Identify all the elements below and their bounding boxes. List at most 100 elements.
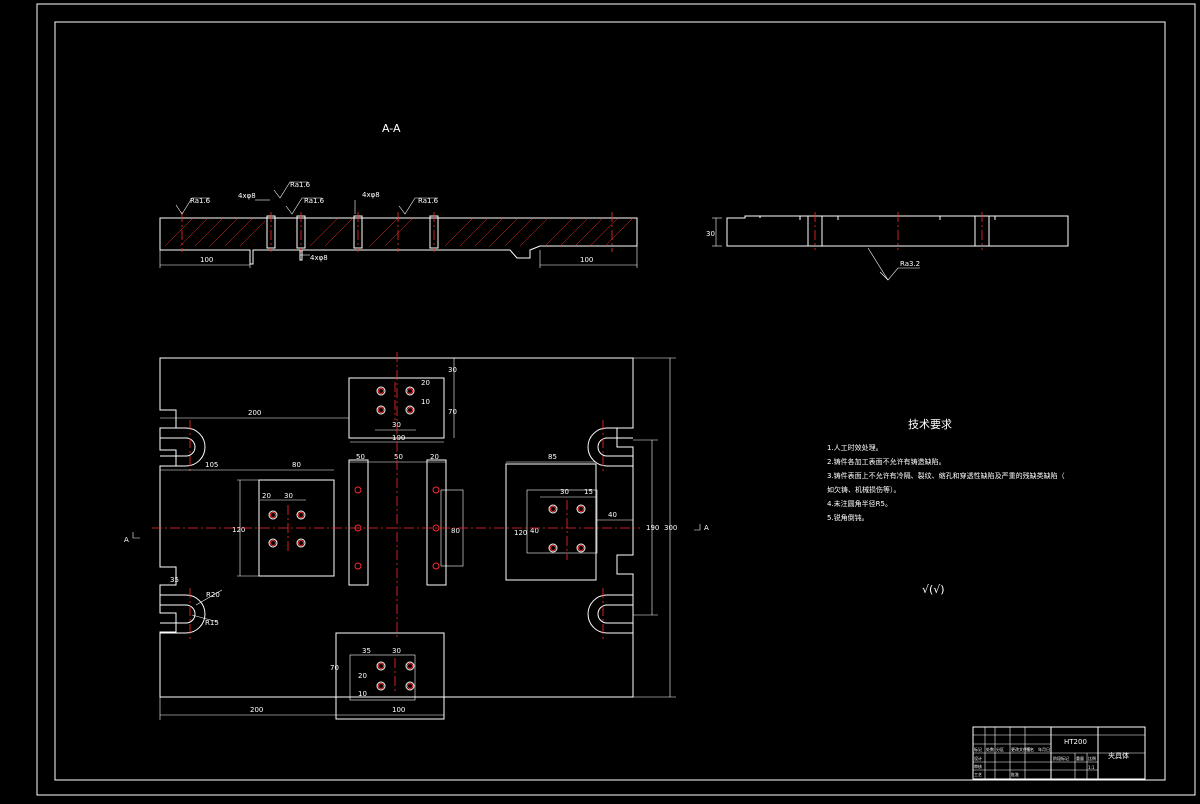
roughness-symbol [273,181,308,199]
dim-label: 50 [394,453,403,461]
dim-label: 20 [262,492,271,500]
center-slot-left [348,459,369,586]
tech-item: 2.铸件各加工表面不允许有铸造缺陷。 [827,457,946,466]
tech-item: 如欠铸、机械损伤等）。 [827,485,901,494]
u-slot-right-bottom [587,594,633,634]
dim-label: 35 [170,576,179,584]
hole-callout: 4xφ8 [238,192,256,200]
u-slot-left-bottom-inner [160,604,196,624]
tech-item: 5.锐角倒钝。 [827,513,869,522]
u-slot-right-bottom-inner [597,604,633,624]
roughness-symbol [398,197,438,215]
bottom-clamp-block [335,632,445,720]
section-hatch [164,217,634,247]
dim-label: R15 [205,619,219,627]
dim-left-length: 100 [200,256,213,264]
dim-label: 70 [330,664,339,672]
drawing-name: 夹具体 [1108,751,1129,760]
side-roughness-label: Ra3.2 [900,260,920,268]
u-slot-right-top-inner [597,437,633,457]
right-clamp-block [505,463,597,581]
hole-callout: 4xφ8 [362,191,380,199]
roughness-label: Ra1.6 [418,197,439,205]
roughness-symbol [285,197,322,215]
tb-label: 年月日 [1038,746,1050,752]
bottom-clamp-inner [349,654,416,701]
dim-label: 10 [358,690,367,698]
scale-value: 1:1 [1088,765,1095,770]
dim-label: 15 [584,488,593,496]
section-marker-label: A [124,536,129,544]
outer-border [36,3,1196,796]
plan-outline [159,357,634,698]
tb-label: 比例 [1088,755,1096,761]
material-label: HT200 [1064,738,1087,746]
section-marker-label: A [704,524,709,532]
dim-label: 80 [292,461,301,469]
tb-label: 签名 [1026,746,1034,752]
section-view-aa: A-A [159,122,638,268]
tb-label: 审核 [974,763,982,769]
dim-label: 30 [284,492,293,500]
dim-label: 20 [358,672,367,680]
tech-item: 4.未注圆角半径R5。 [827,499,892,508]
dim-right-length: 100 [580,256,593,264]
u-slot-left-bottom [160,594,206,634]
technical-requirements: 技术要求 1.人工时效处理。 2.铸件各加工表面不允许有铸造缺陷。 3.铸件表面… [827,418,1065,596]
dim-label: 20 [421,379,430,387]
dim-label: 70 [448,408,457,416]
section-marker-left [132,532,140,539]
general-roughness-note: √(√) [922,583,945,596]
section-marker-right [694,524,701,531]
tb-label: 标记 [974,746,982,752]
dim-label: 190 [646,524,659,532]
tb-label: 处数 [986,746,994,752]
roughness-symbol [175,197,210,215]
roughness-label: Ra1.6 [304,197,325,205]
tech-item: 1.人工时效处理。 [827,443,883,452]
section-outline [159,217,638,265]
dim-label: 40 [608,511,617,519]
hole-callout: 4xφ8 [310,254,328,262]
tech-requirements-title: 技术要求 [908,418,952,431]
dim-label: 30 [392,421,401,429]
title-block: HT200 夹具体 标记 处数 分区 更改文件号 签名 年月日 设计 审核 工艺… [972,726,1146,780]
dim-label: 200 [250,706,263,714]
dim-label: 120 [514,529,527,537]
tb-label: 设计 [974,755,982,761]
dim-label: 40 [530,527,539,535]
tech-item: 3.铸件表面上不允许有冷隔、裂纹、缩孔和穿透性缺陷及严重的残缺类缺陷（ [827,471,1065,480]
section-view-title: A-A [382,122,401,135]
center-slot-right [426,459,447,586]
tb-label: 分区 [996,746,1004,752]
dim-label: 50 [356,453,365,461]
dim-label: 105 [205,461,218,469]
top-clamp-block [348,377,445,439]
dim-label: 80 [451,527,460,535]
side-view: 30 Ra3.2 [706,212,1069,281]
tb-label: 批准 [1011,771,1019,777]
side-roughness-symbol [867,247,920,281]
dim-label: 20 [430,453,439,461]
dim-label: 200 [248,409,261,417]
dim-label: 30 [392,647,401,655]
tb-label: 阶段标记 [1053,755,1069,761]
u-slot-left-top-inner [160,437,196,457]
side-roughness-tick [879,271,889,281]
right-clamp-inner [526,489,598,554]
roughness-label: Ra1.6 [190,197,211,205]
dim-side-height: 30 [706,230,715,238]
dim-label: 100 [392,434,405,442]
side-view-outline [726,215,1069,247]
dim-label: 30 [448,366,457,374]
dim-label: 30 [560,488,569,496]
tb-label: 更改文件号 [1011,746,1031,752]
dim-label: 85 [548,453,557,461]
u-slot-right-top [587,427,633,467]
dim-label: 120 [232,526,245,534]
tb-label: 重量 [1076,755,1084,761]
inner-frame [54,21,1166,781]
dim-label: 10 [421,398,430,406]
